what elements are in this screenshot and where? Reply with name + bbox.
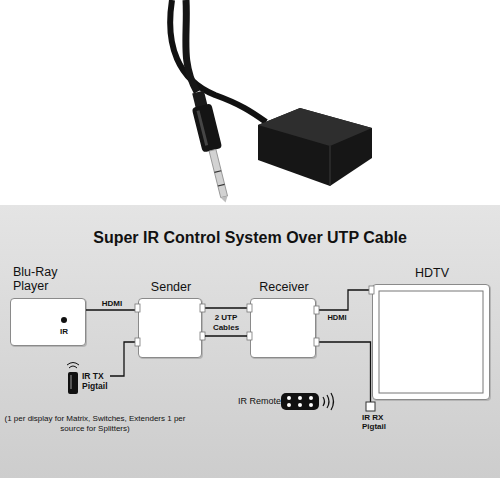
edge-label: HDMI bbox=[92, 299, 132, 309]
ir-wave bbox=[331, 393, 334, 410]
node-label: IR RX Pigtail bbox=[362, 413, 402, 431]
connector bbox=[316, 290, 372, 310]
connector bbox=[202, 307, 250, 308]
jack-body bbox=[192, 103, 223, 152]
ir-wave bbox=[67, 363, 79, 366]
tv-screen bbox=[379, 291, 483, 393]
connector bbox=[316, 342, 371, 402]
remote-node: IR Remote bbox=[238, 390, 338, 414]
ir-wave bbox=[69, 366, 77, 368]
emitter-highlight bbox=[70, 375, 72, 389]
pigtail-node: IR RX Pigtail bbox=[358, 402, 402, 430]
ir-tx-emitter bbox=[68, 372, 78, 394]
node-label: HDTV bbox=[373, 266, 491, 280]
cable bbox=[186, 0, 197, 92]
jack-ring bbox=[218, 184, 225, 186]
port bbox=[200, 304, 205, 312]
node-label: Receiver bbox=[241, 280, 327, 294]
diagram-title: Super IR Control System Over UTP Cable bbox=[0, 228, 500, 247]
remote-button bbox=[287, 403, 291, 407]
port bbox=[247, 332, 252, 340]
connector bbox=[110, 342, 138, 376]
node-sublabel: IR bbox=[60, 327, 80, 336]
ir-receiver-box bbox=[258, 108, 372, 186]
pigtail-node: IR TX Pigtail bbox=[60, 364, 110, 400]
receiver-box: Receiver bbox=[250, 298, 316, 358]
ir-wave bbox=[323, 397, 325, 406]
ir-wave bbox=[327, 395, 329, 408]
note-text: (1 per display for Matrix, Switches, Ext… bbox=[2, 414, 188, 433]
node-label: Sender bbox=[129, 280, 213, 294]
jack-highlight bbox=[197, 110, 209, 146]
ir-rx-sensor bbox=[366, 402, 375, 411]
utp-cable bbox=[205, 335, 247, 336]
port bbox=[247, 304, 252, 312]
jack-sleeve bbox=[209, 149, 227, 197]
remote-button bbox=[309, 396, 313, 400]
ir-receiver-edge bbox=[330, 146, 331, 186]
port bbox=[135, 338, 140, 346]
node-label: IR TX Pigtail bbox=[82, 372, 112, 392]
remote-body bbox=[281, 393, 319, 410]
edge-label: 2 UTP Cables bbox=[207, 313, 245, 332]
cable bbox=[170, 0, 266, 122]
sender-box: Sender bbox=[138, 298, 202, 358]
jack-tip bbox=[221, 196, 229, 204]
remote-button bbox=[298, 403, 302, 407]
ir-receiver-top bbox=[258, 108, 372, 146]
audio-jack bbox=[188, 90, 235, 205]
node-label: IR Remote bbox=[238, 396, 282, 406]
connector bbox=[86, 309, 138, 310]
remote-button bbox=[298, 396, 302, 400]
port bbox=[314, 338, 319, 346]
jack-ring bbox=[214, 171, 221, 173]
tv-box: HDTV bbox=[372, 284, 490, 400]
diagram-panel bbox=[0, 205, 500, 478]
remote-button bbox=[309, 403, 313, 407]
ir-sensor-dot bbox=[61, 317, 67, 323]
port bbox=[314, 306, 319, 314]
port bbox=[200, 332, 205, 340]
port bbox=[135, 304, 140, 312]
edge-label: HDMI bbox=[322, 313, 352, 322]
device-box: Blu-Ray PlayerIR bbox=[10, 298, 86, 346]
node-label: Blu-Ray Player bbox=[13, 265, 73, 294]
port bbox=[369, 286, 374, 294]
remote-button bbox=[287, 396, 291, 400]
